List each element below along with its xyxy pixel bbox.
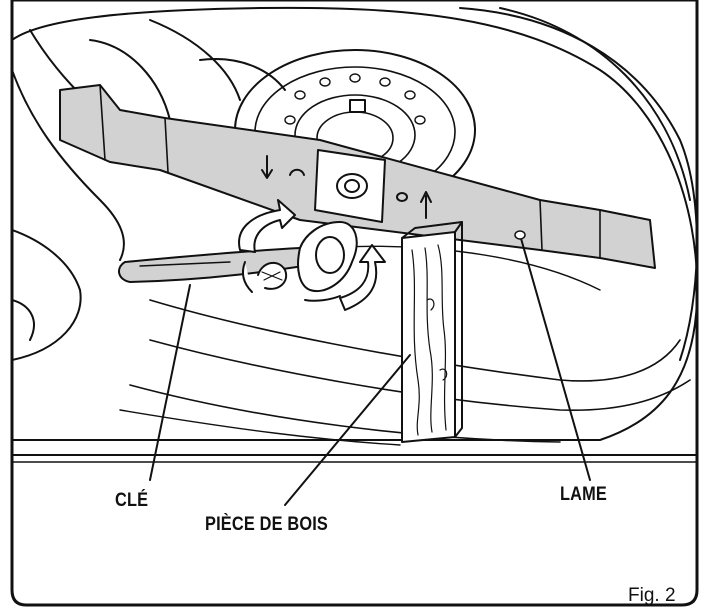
up-arrow-icon <box>420 191 432 219</box>
leader-line-wood-block <box>284 354 411 506</box>
down-arrow-icon <box>261 155 273 179</box>
wood-block <box>401 221 463 443</box>
leader-line-wrench <box>149 284 191 481</box>
blade <box>59 84 656 269</box>
wood-block-label: PIÈCE DE BOIS <box>205 514 329 535</box>
leader-line-blade <box>519 234 591 481</box>
spindle-hub <box>234 49 476 211</box>
wrench <box>118 221 358 293</box>
figure-number: Fig. 2 <box>628 585 676 606</box>
wrench-label: CLÉ <box>115 490 149 511</box>
blade-label: LAME <box>560 484 607 505</box>
rotate-arrow-icon <box>238 199 386 311</box>
mower-deck <box>12 6 697 463</box>
blade-callout-dot <box>514 230 526 240</box>
